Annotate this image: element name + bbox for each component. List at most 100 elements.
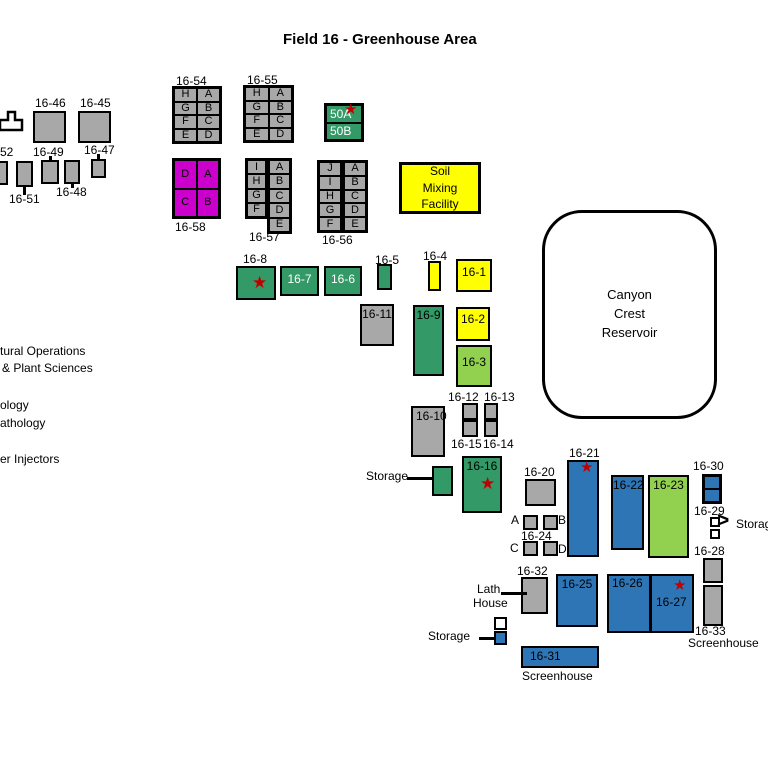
building-16-7: 16-7 [280,266,319,296]
soil-line1: Soil [429,163,450,178]
label-16-7: 16-7 [287,272,312,286]
cell: B [270,175,289,188]
label-storage-mid: Storage [366,469,409,483]
label-16-56: 16-56 [322,233,353,247]
label-16-49: 16-49 [33,145,64,159]
building-16-29b [710,529,720,539]
connector-16-47 [97,154,100,162]
label-16-27: 16-27 [656,595,687,609]
soil-mixing-facility: Soil Mixing Facility [399,162,481,214]
building-16-10: 16-10 [411,406,447,457]
label-storage-right: Storage [736,517,768,531]
cell: B [197,189,218,216]
building-16-12 [462,403,478,420]
label-16-10: 16-10 [416,409,447,423]
divider-16-26-27 [649,574,652,633]
label-16-25: 16-25 [561,577,593,591]
label-16-2: 16-2 [460,312,486,326]
cell: H [246,88,268,100]
building-16-3: 16-3 [456,345,492,387]
legend-entry-1: tural Operations [0,344,86,358]
building-16-22: 16-22 [611,475,644,550]
cell: G [246,101,268,113]
connector-16-49 [49,156,52,163]
building-16-8 [236,266,276,300]
cell: A [198,89,219,101]
cell: D [270,204,289,217]
label-16-9: 16-9 [416,308,441,322]
label-16-29: 16-29 [694,504,725,518]
cell: D [175,161,196,188]
cell: F [175,116,196,128]
cell: D [345,204,365,217]
cell: E [270,218,289,232]
cell-50A: 50A [327,106,361,122]
building-16-52-partial [0,161,8,185]
cell: E [175,129,196,141]
cell: I [320,177,340,189]
legend-entry-5: er Injectors [0,452,60,466]
grid-16-54: H A G B F C E D [172,86,222,144]
building-16-32 [521,577,548,614]
building-storage-mid [432,466,453,496]
label-screenhouse-31: Screenhouse [522,669,593,683]
label-16-16: 16-16 [466,459,498,473]
cell: B [198,102,219,114]
grid-16-57-right: A B C D E [267,158,292,234]
label-cell-c: C [510,541,519,555]
label-16-54: 16-54 [176,74,207,88]
star-icon: ★ [580,459,594,476]
cell: I [248,161,265,174]
cell: D [269,128,291,140]
label-16-5: 16-5 [375,253,400,267]
building-storage-bottom-a [494,617,507,630]
canyon-crest-reservoir: Canyon Crest Reservoir [542,210,717,419]
building-16-24-a [523,515,538,530]
building-16-5 [377,264,392,290]
cell: H [175,89,196,101]
building-16-21 [567,460,599,557]
building-16-2: 16-2 [456,307,490,341]
label-16-51: 16-51 [9,192,40,206]
label-16-24: 16-24 [521,529,552,543]
cell: G [175,102,196,114]
cell: C [175,189,196,216]
label-16-1: 16-1 [461,265,487,279]
cell: A [197,161,218,188]
soil-line3: Facility [421,197,459,212]
cell [705,490,719,501]
building-16-24-c [523,541,538,556]
cell: C [345,191,365,203]
cell: F [248,203,265,216]
reservoir-line1: Canyon [607,287,652,303]
cell: B [269,101,291,113]
building-16-4 [428,261,441,291]
building-16-23: 16-23 [648,475,689,558]
label-cell-b: B [558,513,567,527]
building-16-33 [703,585,723,626]
reservoir-line2: Crest [613,306,646,322]
cell: G [320,204,340,217]
cell: H [248,175,265,188]
label-16-22: 16-22 [613,478,644,492]
cell: A [269,88,291,100]
label-16-48: 16-48 [56,185,87,199]
building-16-29a [710,517,720,527]
cell: C [270,189,289,203]
label-16-46: 16-46 [35,96,66,110]
label-16-3: 16-3 [461,355,487,369]
label-screenhouse-33: Screenhouse [688,636,759,650]
cell: C [198,116,219,128]
arrow-right-icon: > [717,509,730,532]
partial-building-outline [0,110,24,132]
cell [705,477,719,488]
cell: C [269,115,291,127]
legend-entry-4: athology [0,416,46,430]
label-16-26: 16-26 [612,576,643,590]
grid-16-57-left: I H G F [245,158,268,219]
building-16-45 [78,111,111,143]
label-16-15: 16-15 [451,437,482,451]
cell: G [248,189,265,202]
label-lath: Lath [477,582,501,596]
